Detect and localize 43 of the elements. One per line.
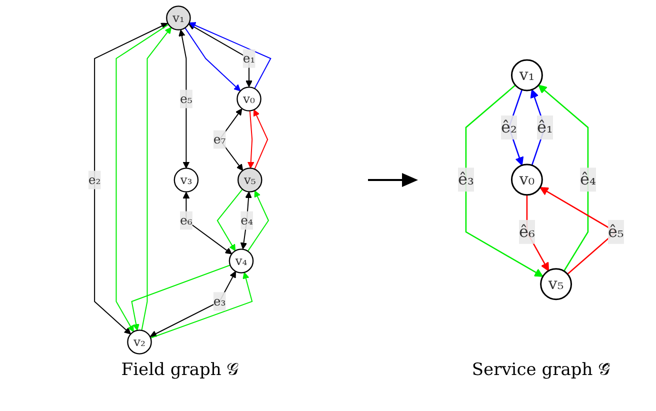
vertex-circle: v₀	[237, 86, 262, 112]
arrow	[132, 264, 231, 331]
edge-label: e₇	[214, 132, 226, 146]
edge-label: ê₄	[580, 170, 596, 189]
edge-label: e₅	[180, 91, 193, 106]
arrow	[116, 24, 170, 332]
arrow	[188, 24, 253, 88]
arrow	[189, 22, 272, 89]
arrow	[538, 85, 589, 272]
arrow	[526, 195, 550, 272]
edge-label: ê₅	[608, 222, 624, 242]
vertex-circle: v₂	[128, 330, 152, 354]
arrow	[179, 30, 190, 168]
edge-label: e₃	[214, 294, 226, 308]
edge-label: e₂	[88, 172, 102, 187]
edge-label: ê₁	[537, 118, 553, 137]
arrow	[150, 272, 254, 338]
arrow	[185, 28, 242, 92]
vertex-circle: v₁	[166, 6, 192, 30]
edge-label: ê₆	[519, 222, 535, 242]
vertex-circle: v₃	[174, 168, 200, 192]
edge-label: e₄	[241, 212, 254, 228]
arrow	[217, 188, 244, 252]
vertex-circle: v₀	[511, 164, 543, 196]
arrow	[150, 271, 236, 337]
vertex-circle: v₅	[540, 268, 572, 300]
edge-label: e₆	[180, 212, 193, 228]
arrow	[248, 110, 255, 169]
arrow	[240, 191, 252, 250]
arrow	[254, 109, 269, 170]
edge-label: ê₂	[501, 118, 518, 137]
arrow	[142, 27, 172, 330]
graph-caption: Field graph 𝒢	[121, 360, 239, 380]
arrow	[465, 84, 544, 278]
vertex-circle: v₁	[511, 60, 543, 92]
vertex-circle: v₄	[229, 248, 254, 274]
edge-label: ê₃	[458, 170, 474, 189]
arrow	[94, 22, 168, 334]
arrow	[183, 192, 233, 254]
vertex-circle: v₅	[238, 168, 263, 192]
edge-label: e₁	[243, 50, 256, 66]
arrow	[248, 190, 270, 252]
graph-caption: Service graph 𝒢̂	[472, 360, 610, 380]
